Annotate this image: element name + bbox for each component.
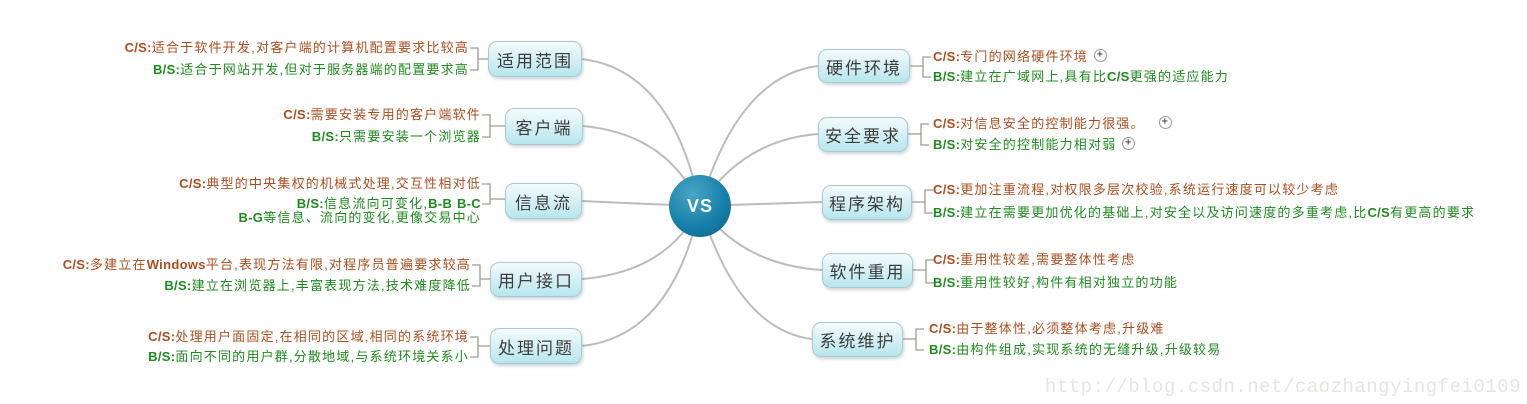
note-bs: B/S:面向不同的用户群,分散地域,与系统环境关系小	[148, 349, 469, 365]
note-cs: C/S:典型的中央集权的机械式处理,交互性相对低	[179, 176, 481, 192]
note-text: C/S:专门的网络硬件环境	[933, 49, 1089, 64]
note-text: C/S:适合于软件开发,对客户端的计算机配置要求比较高	[124, 40, 469, 55]
left-node-scope[interactable]: 适用范围	[488, 41, 582, 77]
bracket-connector	[472, 264, 490, 287]
plus-glyph: +	[1125, 137, 1133, 148]
note-text: B/S:适合于网站开发,但对于服务器端的配置要求高	[152, 62, 469, 77]
note-bs: B/S:建立在浏览器上,丰富表现方法,技术难度降低	[164, 278, 471, 294]
left-node-processing[interactable]: 处理问题	[490, 328, 582, 364]
note-text: C/S:重用性较差,需要整体性考虑	[933, 252, 1136, 267]
right-node-architecture[interactable]: 程序架构	[822, 185, 912, 220]
bracket-connector	[908, 123, 929, 146]
note-bs: B/S:对安全的控制能力相对弱 +	[933, 137, 1136, 153]
plus-glyph: +	[1096, 49, 1105, 60]
watermark-url: http://blog.csdn.net/caozhangyingfei0109	[1044, 376, 1521, 398]
left-node-info-flow[interactable]: 信息流	[505, 183, 582, 219]
note-text: C/S:对信息安全的控制能力很强。	[933, 116, 1145, 131]
note-cs: C/S:处理用户面固定,在相同的区域,相同的系统环境	[148, 329, 469, 345]
note-text: B/S:重用性较好,构件有相对独立的功能	[933, 275, 1179, 290]
note-cs: C/S:对信息安全的控制能力很强。 +	[933, 116, 1172, 132]
note-text: B/S:建立在需要更加优化的基础上,对安全以及访问速度的多重考虑,比C/S有更高…	[933, 205, 1476, 220]
note-cs: C/S:专门的网络硬件环境 +	[933, 49, 1108, 65]
left-node-user-interface[interactable]: 用户接口	[490, 262, 582, 297]
note-cs: C/S:更加注重流程,对权限多层次校验,系统运行速度可以较少考虑	[933, 182, 1339, 198]
note-bs: B/S:建立在广域网上,具有比C/S更强的适应能力	[933, 69, 1229, 85]
note-bs-line2: B-G等信息、流向的变化,更像交易中心	[238, 210, 481, 226]
bracket-connector	[903, 328, 924, 351]
note-text: B-G等信息、流向的变化,更像交易中心	[238, 210, 481, 225]
bracket-connector	[470, 336, 490, 358]
note-cs: C/S:适合于软件开发,对客户端的计算机配置要求比较高	[125, 40, 469, 56]
bracket-connector	[912, 189, 933, 214]
note-text: C/S:由于整体性,必须整体考虑,升级难	[929, 321, 1165, 336]
note-cs: C/S:多建立在Windows平台,表现方法有限,对程序员普遍要求较高	[63, 257, 471, 273]
right-node-security[interactable]: 安全要求	[818, 117, 908, 152]
bracket-connector	[482, 114, 505, 138]
note-text: B/S:对安全的控制能力相对弱	[933, 137, 1117, 152]
note-text: C/S:更加注重流程,对权限多层次校验,系统运行速度可以较少考虑	[933, 182, 1340, 197]
bracket-connector	[470, 47, 490, 71]
plus-glyph: +	[1161, 116, 1169, 127]
note-text: C/S:多建立在Windows平台,表现方法有限,对程序员普遍要求较高	[62, 257, 471, 272]
bracket-connector	[913, 259, 934, 284]
note-text: B/S:建立在浏览器上,丰富表现方法,技术难度降低	[164, 278, 471, 293]
note-cs: C/S:重用性较差,需要整体性考虑	[933, 252, 1135, 268]
note-bs: B/S:信息流向可变化,B-B B-C	[297, 196, 481, 212]
left-node-client[interactable]: 客户端	[505, 108, 583, 145]
note-text: C/S:处理用户面固定,在相同的区域,相同的系统环境	[148, 329, 469, 344]
bracket-connector	[482, 183, 505, 205]
edge-curve	[581, 58, 701, 207]
note-text: B/S:信息流向可变化,B-B B-C	[296, 196, 481, 211]
note-text: B/S:只需要安装一个浏览器	[311, 129, 481, 144]
note-cs: C/S:由于整体性,必须整体考虑,升级难	[929, 321, 1165, 337]
note-text: B/S:建立在广域网上,具有比C/S更强的适应能力	[933, 69, 1229, 84]
note-text: B/S:面向不同的用户群,分散地域,与系统环境关系小	[148, 349, 469, 364]
note-bs: B/S:建立在需要更加优化的基础上,对安全以及访问速度的多重考虑,比C/S有更高…	[933, 205, 1475, 221]
center-node-vs[interactable]: VS	[669, 175, 731, 237]
note-bs: B/S:由构件组成,实现系统的无缝升级,升级较易	[929, 342, 1221, 358]
note-text: C/S:需要安装专用的客户端软件	[283, 107, 481, 122]
right-node-reuse[interactable]: 软件重用	[822, 253, 913, 288]
note-cs: C/S:需要安装专用的客户端软件	[283, 107, 481, 123]
expand-icon[interactable]: +	[1122, 137, 1136, 150]
right-node-maintenance[interactable]: 系统维护	[812, 322, 903, 357]
expand-icon[interactable]: +	[1158, 116, 1172, 129]
note-bs: B/S:重用性较好,构件有相对独立的功能	[933, 275, 1178, 291]
right-node-hardware[interactable]: 硬件环境	[818, 49, 910, 83]
expand-icon[interactable]: +	[1094, 49, 1108, 62]
note-text: C/S:典型的中央集权的机械式处理,交互性相对低	[179, 176, 481, 191]
bracket-connector	[910, 56, 931, 78]
note-bs: B/S:适合于网站开发,但对于服务器端的配置要求高	[153, 62, 469, 78]
note-bs: B/S:只需要安装一个浏览器	[312, 129, 481, 145]
note-text: B/S:由构件组成,实现系统的无缝升级,升级较易	[929, 342, 1222, 357]
